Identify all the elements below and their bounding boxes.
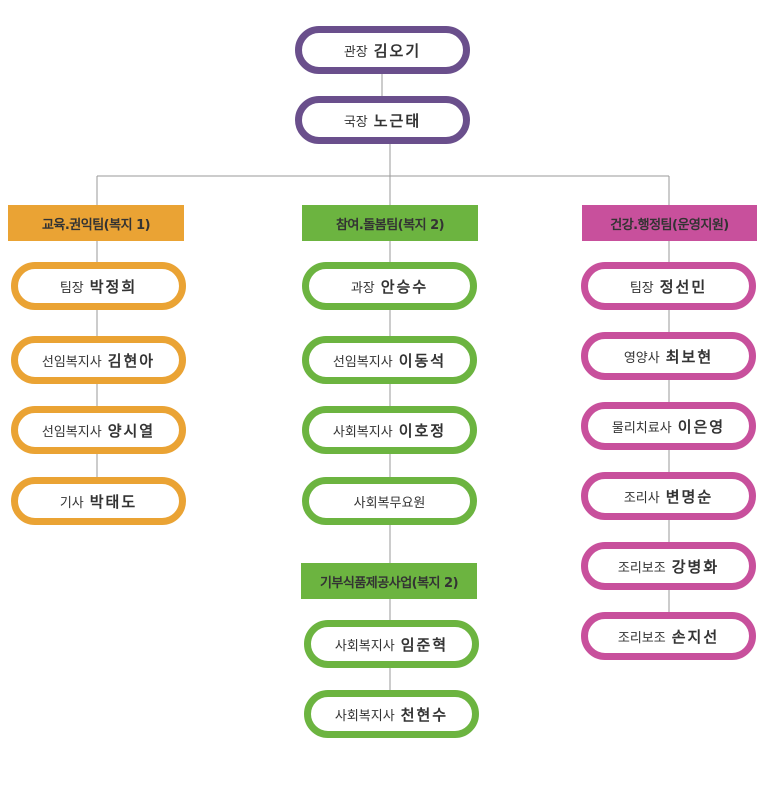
team1-member-node: 팀장 박정희 (11, 262, 186, 310)
member-name: 양시열 (107, 421, 156, 440)
member-name: 천현수 (400, 705, 449, 724)
member-role: 조리사 (623, 490, 660, 506)
member-role: 선임복지사 (41, 424, 102, 440)
team-header-participation: 참여.돌봄팀(복지 2) (302, 205, 478, 241)
member-name: 박태도 (89, 492, 138, 511)
bureau-chief-name: 노근태 (373, 111, 422, 130)
member-name: 이호정 (398, 421, 447, 440)
member-name: 강병화 (671, 557, 720, 576)
member-role: 선임복지사 (332, 354, 393, 370)
team3-member-node: 영양사 최보현 (581, 332, 756, 380)
member-name: 이동석 (398, 351, 447, 370)
member-name: 김현아 (107, 351, 156, 370)
team3-member-node: 조리보조 손지선 (581, 612, 756, 660)
member-name: 정선민 (659, 277, 708, 296)
team1-member-node: 기사 박태도 (11, 477, 186, 525)
member-role: 사회복지사 (334, 708, 395, 724)
team3-member-node: 조리사 변명순 (581, 472, 756, 520)
team-header-education: 교육.권익팀(복지 1) (8, 205, 184, 241)
member-role: 팀장 (629, 280, 654, 296)
team-header-health-admin: 건강.행정팀(운영지원) (582, 205, 757, 241)
member-name: 임준혁 (400, 635, 449, 654)
member-role: 기사 (59, 495, 84, 511)
member-name: 변명순 (665, 487, 714, 506)
team3-member-node: 물리치료사 이은영 (581, 402, 756, 450)
member-name: 안승수 (380, 277, 429, 296)
bureau-chief-role: 국장 (343, 114, 368, 130)
team3-member-node: 조리보조 강병화 (581, 542, 756, 590)
team2-member-node: 사회복무요원 (302, 477, 477, 525)
member-name: 손지선 (671, 627, 720, 646)
team1-member-node: 선임복지사 양시열 (11, 406, 186, 454)
member-role: 조리보조 (617, 630, 666, 646)
member-role: 사회복지사 (334, 638, 395, 654)
member-name: 이은영 (677, 417, 726, 436)
subteam-member-node: 사회복지사 임준혁 (304, 620, 479, 668)
member-role: 사회복지사 (332, 424, 393, 440)
bureau-chief-node: 국장 노근태 (295, 96, 470, 144)
member-role: 조리보조 (617, 560, 666, 576)
director-node: 관장 김오기 (295, 26, 470, 74)
team1-member-node: 선임복지사 김현아 (11, 336, 186, 384)
subteam-header-food-donation: 기부식품제공사업(복지 2) (301, 563, 477, 599)
member-name: 박정희 (89, 277, 138, 296)
member-role: 과장 (350, 280, 375, 296)
member-role: 물리치료사 (611, 420, 672, 436)
team2-member-node: 과장 안승수 (302, 262, 477, 310)
member-role: 선임복지사 (41, 354, 102, 370)
member-name: 사회복무요원 (353, 495, 426, 511)
subteam-member-node: 사회복지사 천현수 (304, 690, 479, 738)
member-name: 최보현 (665, 347, 714, 366)
team2-member-node: 사회복지사 이호정 (302, 406, 477, 454)
team3-member-node: 팀장 정선민 (581, 262, 756, 310)
team2-member-node: 선임복지사 이동석 (302, 336, 477, 384)
director-name: 김오기 (373, 41, 422, 60)
member-role: 영양사 (623, 350, 660, 366)
director-role: 관장 (343, 44, 368, 60)
member-role: 팀장 (59, 280, 84, 296)
